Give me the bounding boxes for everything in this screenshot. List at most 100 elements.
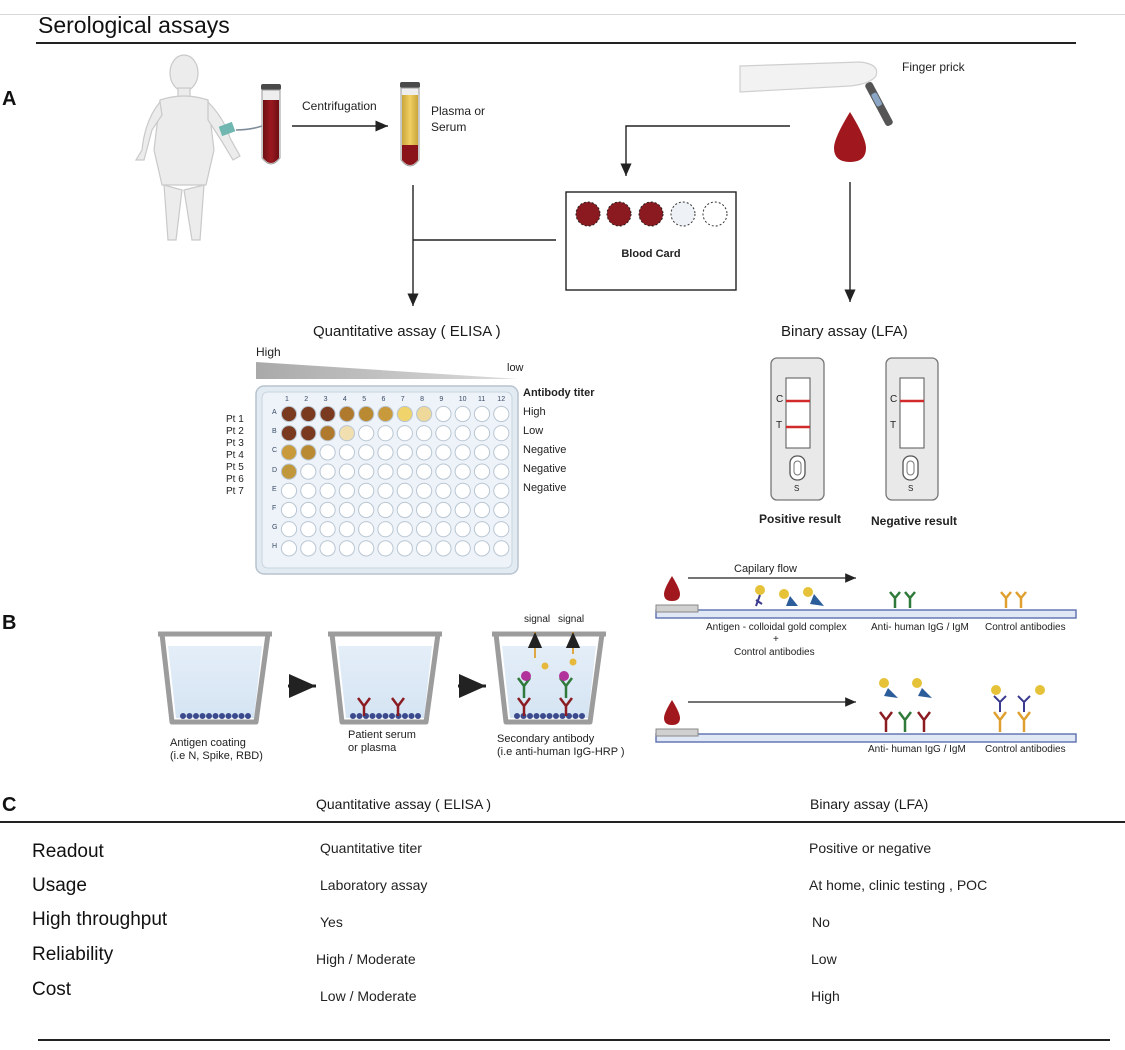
patient-label: Pt 7 bbox=[226, 486, 244, 497]
secondary-antibody-icon bbox=[517, 677, 573, 716]
plate-row-label: A bbox=[272, 409, 277, 416]
plate-column-label: 10 bbox=[458, 396, 467, 403]
plate-well bbox=[280, 425, 298, 442]
top-divider bbox=[0, 14, 1125, 15]
plate-well bbox=[454, 444, 471, 461]
plate-well bbox=[377, 540, 394, 557]
sample-well-letter: S bbox=[794, 484, 800, 493]
plate-well bbox=[358, 463, 375, 480]
sample-well-letter: S bbox=[908, 484, 914, 493]
plate-well bbox=[416, 501, 433, 519]
elisa-well-secondary bbox=[492, 631, 606, 725]
plate-well bbox=[300, 444, 317, 461]
plate-well bbox=[377, 444, 394, 461]
plate-well bbox=[338, 425, 355, 442]
plate-well bbox=[280, 482, 298, 499]
antigen-dot bbox=[369, 713, 376, 719]
plate-well bbox=[416, 425, 433, 442]
plate-well bbox=[358, 521, 375, 538]
plate-well bbox=[319, 540, 336, 557]
antigen-dot bbox=[527, 713, 533, 719]
plate-well bbox=[280, 444, 298, 461]
plate-well bbox=[319, 444, 336, 461]
plate-well bbox=[377, 482, 394, 499]
title-rule bbox=[36, 42, 1076, 44]
plate-well bbox=[358, 425, 375, 442]
table-row-label: Reliability bbox=[32, 944, 114, 965]
plate-well bbox=[416, 540, 433, 557]
patient-label: Pt 4 bbox=[226, 450, 244, 461]
plate-column-label: 9 bbox=[439, 396, 444, 403]
diagram-graphics bbox=[134, 54, 1077, 743]
plate-well bbox=[319, 405, 336, 423]
table-cell-lfa: Positive or negative bbox=[809, 840, 932, 856]
table-cell-elisa: High / Moderate bbox=[316, 951, 416, 967]
panel-label-a: A bbox=[2, 88, 17, 110]
antigen-dot bbox=[212, 713, 219, 719]
plate-well bbox=[396, 521, 413, 538]
plate-well bbox=[473, 501, 491, 519]
plate-well bbox=[358, 444, 375, 461]
elisa-title: Quantitative assay ( ELISA ) bbox=[313, 323, 501, 340]
titer-gradient-wedge bbox=[256, 362, 518, 379]
plate-well bbox=[280, 463, 298, 480]
table-bottom-rule bbox=[38, 1039, 1110, 1041]
blood-drop-icon bbox=[664, 576, 680, 601]
anti-human-label: Anti- human IgG / IgM bbox=[871, 622, 969, 633]
plate-well bbox=[454, 521, 471, 538]
plate-well bbox=[493, 501, 510, 519]
plate-well bbox=[280, 405, 298, 423]
plate-well bbox=[396, 444, 413, 461]
antigen-dot bbox=[514, 713, 520, 719]
plate-wells bbox=[280, 405, 510, 557]
finger-icon bbox=[739, 61, 878, 93]
plate-well bbox=[473, 521, 491, 538]
antigen-dots bbox=[514, 713, 585, 719]
hrp-enzyme-icon bbox=[521, 671, 531, 681]
plate-well bbox=[280, 501, 298, 519]
plate-well bbox=[300, 463, 317, 480]
control-line-letter: C bbox=[776, 394, 784, 405]
anti-human-label: Anti- human IgG / IgM bbox=[868, 744, 966, 755]
antigen-coating-label: Antigen coating bbox=[170, 737, 246, 749]
antigen-dot bbox=[540, 713, 546, 719]
arm-cuff-icon bbox=[218, 121, 263, 137]
antigen-dot bbox=[350, 713, 356, 719]
gold-conjugate-icon bbox=[755, 585, 824, 607]
table-col-elisa: Quantitative assay ( ELISA ) bbox=[316, 796, 492, 812]
plate-well bbox=[473, 540, 491, 557]
human-figure-icon bbox=[134, 54, 241, 241]
antigen-dot bbox=[376, 713, 382, 719]
table-cell-lfa: At home, clinic testing , POC bbox=[809, 877, 988, 893]
plate-well bbox=[319, 521, 336, 538]
plate-well bbox=[454, 482, 471, 499]
plate-well bbox=[300, 425, 317, 442]
plate-well bbox=[338, 405, 355, 423]
plate-column-label: 4 bbox=[342, 396, 347, 403]
antibody-icon bbox=[357, 697, 405, 716]
table-row-label: Usage bbox=[32, 875, 87, 896]
plate-column-label: 11 bbox=[478, 396, 486, 403]
plate-well bbox=[358, 482, 375, 499]
titer-value: Negative bbox=[523, 463, 567, 475]
antigen-dot bbox=[546, 713, 553, 719]
patient-serum-sublabel: or plasma bbox=[348, 742, 397, 754]
antigen-dot bbox=[579, 713, 585, 719]
plate-well bbox=[377, 405, 394, 423]
plate-well bbox=[338, 444, 355, 461]
plate-column-label: 8 bbox=[420, 396, 424, 403]
secondary-antibody-sublabel: (i.e anti-human IgG-HRP ) bbox=[497, 746, 625, 758]
plate-well bbox=[338, 521, 355, 538]
plate-well bbox=[300, 405, 317, 423]
plate-well bbox=[319, 463, 336, 480]
plate-well bbox=[493, 482, 510, 499]
table-cell-elisa: Low / Moderate bbox=[320, 988, 417, 1004]
test-line-letter: T bbox=[776, 420, 783, 431]
signal-label: signal bbox=[524, 614, 551, 625]
negative-result-label: Negative result bbox=[871, 514, 958, 528]
plate-column-label: 12 bbox=[497, 396, 506, 403]
plate-row-label: C bbox=[272, 447, 278, 455]
plate-well bbox=[377, 463, 394, 480]
plate-well bbox=[473, 463, 491, 480]
plate-well bbox=[435, 482, 452, 499]
